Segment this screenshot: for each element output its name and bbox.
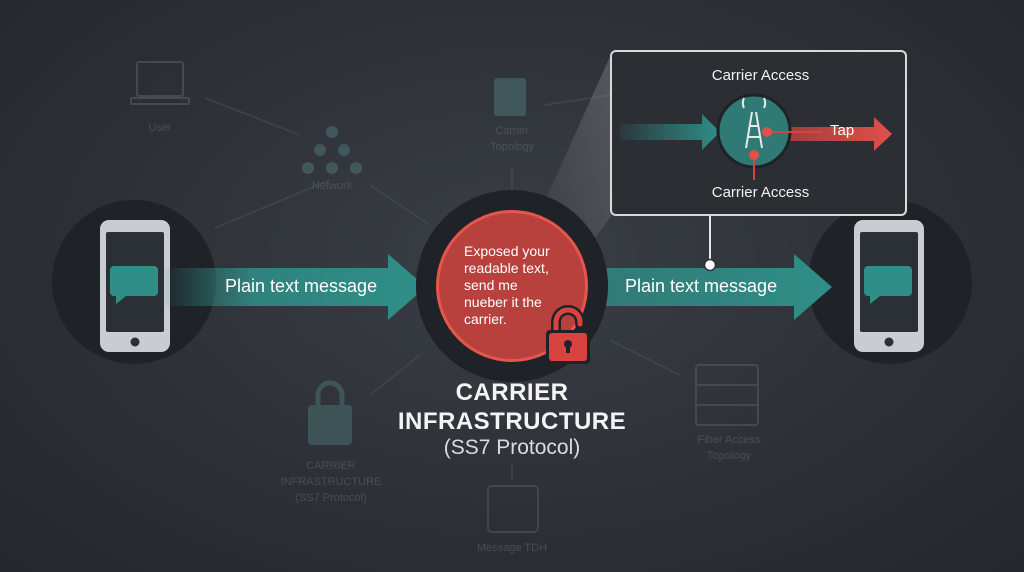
receiver-phone-icon [854,220,924,352]
bg-label-carrier-infra-line2: INFRASTRUCTURE [280,476,382,488]
bg-label-user: User [148,122,172,134]
laptop-icon [130,61,190,105]
popup-bottom-label: Carrier Access [711,184,810,201]
cell-tower-icon [741,97,767,149]
bg-label-carrier-infra-line1: CARRIER [306,460,356,472]
left-message-arrow [160,254,426,320]
bg-label-fiber-topology-line2: Topology [706,450,752,462]
bg-label-network: Network [311,180,353,192]
bg-label-message-tdh: Message TDH [476,542,548,554]
bg-label-fiber-topology-line1: Fiber Access [697,434,761,446]
unlocked-padlock-icon [546,305,590,364]
carrier-title-line1: CARRIER [455,379,569,406]
left-arrow-label: Plain text message [225,276,378,296]
bg-label-carrier-topology-line1: Carrier [495,125,529,137]
bg-label-carrier-infra-small: CARRIER INFRASTRUCTURE (SS7 Protocol) [262,458,400,506]
lock-faint-icon [308,380,352,445]
sender-phone-icon [100,220,170,352]
bg-label-carrier-topology-line2: Topology [489,141,535,153]
popup-connector [703,214,717,272]
network-cluster-icon [302,126,362,174]
carrier-topology-icon [494,78,526,116]
exposed-line-3: send me [464,277,518,293]
popup-top-label: Carrier Access [711,67,810,84]
carrier-access-popup: Carrier Access Tap Carrier Ac [610,50,907,216]
server-icon [695,364,759,426]
exposed-line-4: nueber it the [464,294,542,310]
carrier-title-line2: INFRASTRUCTURE [397,408,627,435]
exposed-line-1: Exposed your [464,243,550,259]
tap-label: Tap [830,122,855,139]
right-message-arrow [594,254,832,320]
exposed-line-2: readable text, [464,260,549,276]
exposed-message-text: Exposed your readable text, send me nueb… [464,243,572,328]
bg-label-fiber-topology: Fiber Access Topology [674,432,784,464]
popup-tap-diagram [620,93,892,180]
ss7-protocol-subtitle: (SS7 Protocol) [443,436,581,459]
exposed-line-5: carrier. [464,311,507,327]
right-arrow-label: Plain text message [625,276,778,296]
message-box-icon [487,485,539,533]
bg-label-carrier-infra-line3: (SS7 Protocol) [295,492,367,504]
carrier-infrastructure-title: CARRIER INFRASTRUCTURE [380,378,644,436]
bg-label-carrier-topology: Carrier Topology [470,123,554,155]
